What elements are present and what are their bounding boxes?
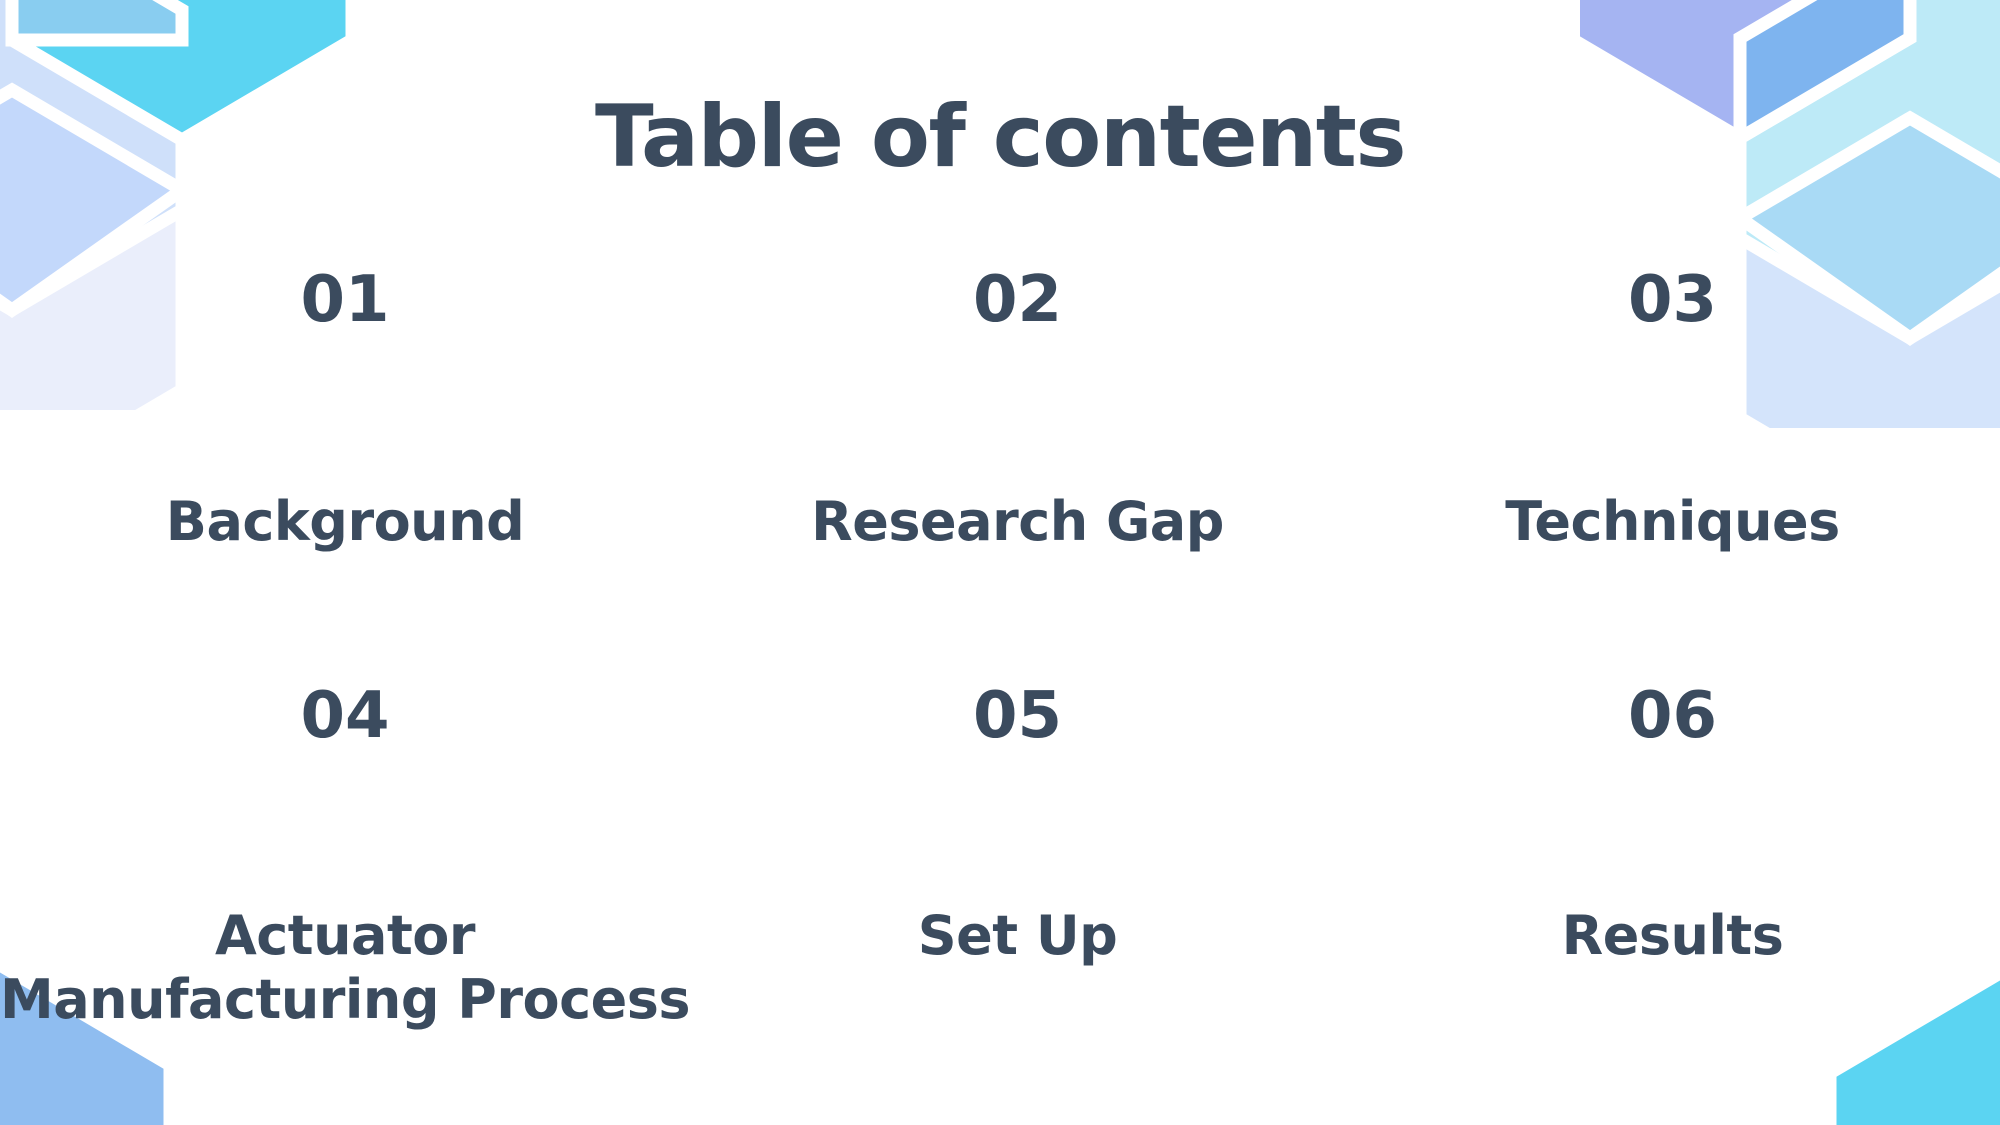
page-title: Table of contents [594,87,1407,187]
table-of-contents-grid: 01 02 03 Background Research Gap Techniq… [0,263,2000,1031]
toc-number-03: 03 [1627,263,1718,337]
toc-number-02: 02 [972,263,1063,337]
toc-number-01: 01 [300,263,390,337]
toc-number-05: 05 [972,679,1063,753]
toc-label-results[interactable]: Results [1561,904,1784,967]
toc-number-06: 06 [1627,679,1718,753]
toc-label-techniques[interactable]: Techniques [1505,490,1840,553]
toc-label-background[interactable]: Background [165,490,525,553]
toc-label-set-up[interactable]: Set Up [917,904,1118,967]
toc-number-04: 04 [300,679,390,753]
toc-label-research-gap[interactable]: Research Gap [811,490,1224,553]
